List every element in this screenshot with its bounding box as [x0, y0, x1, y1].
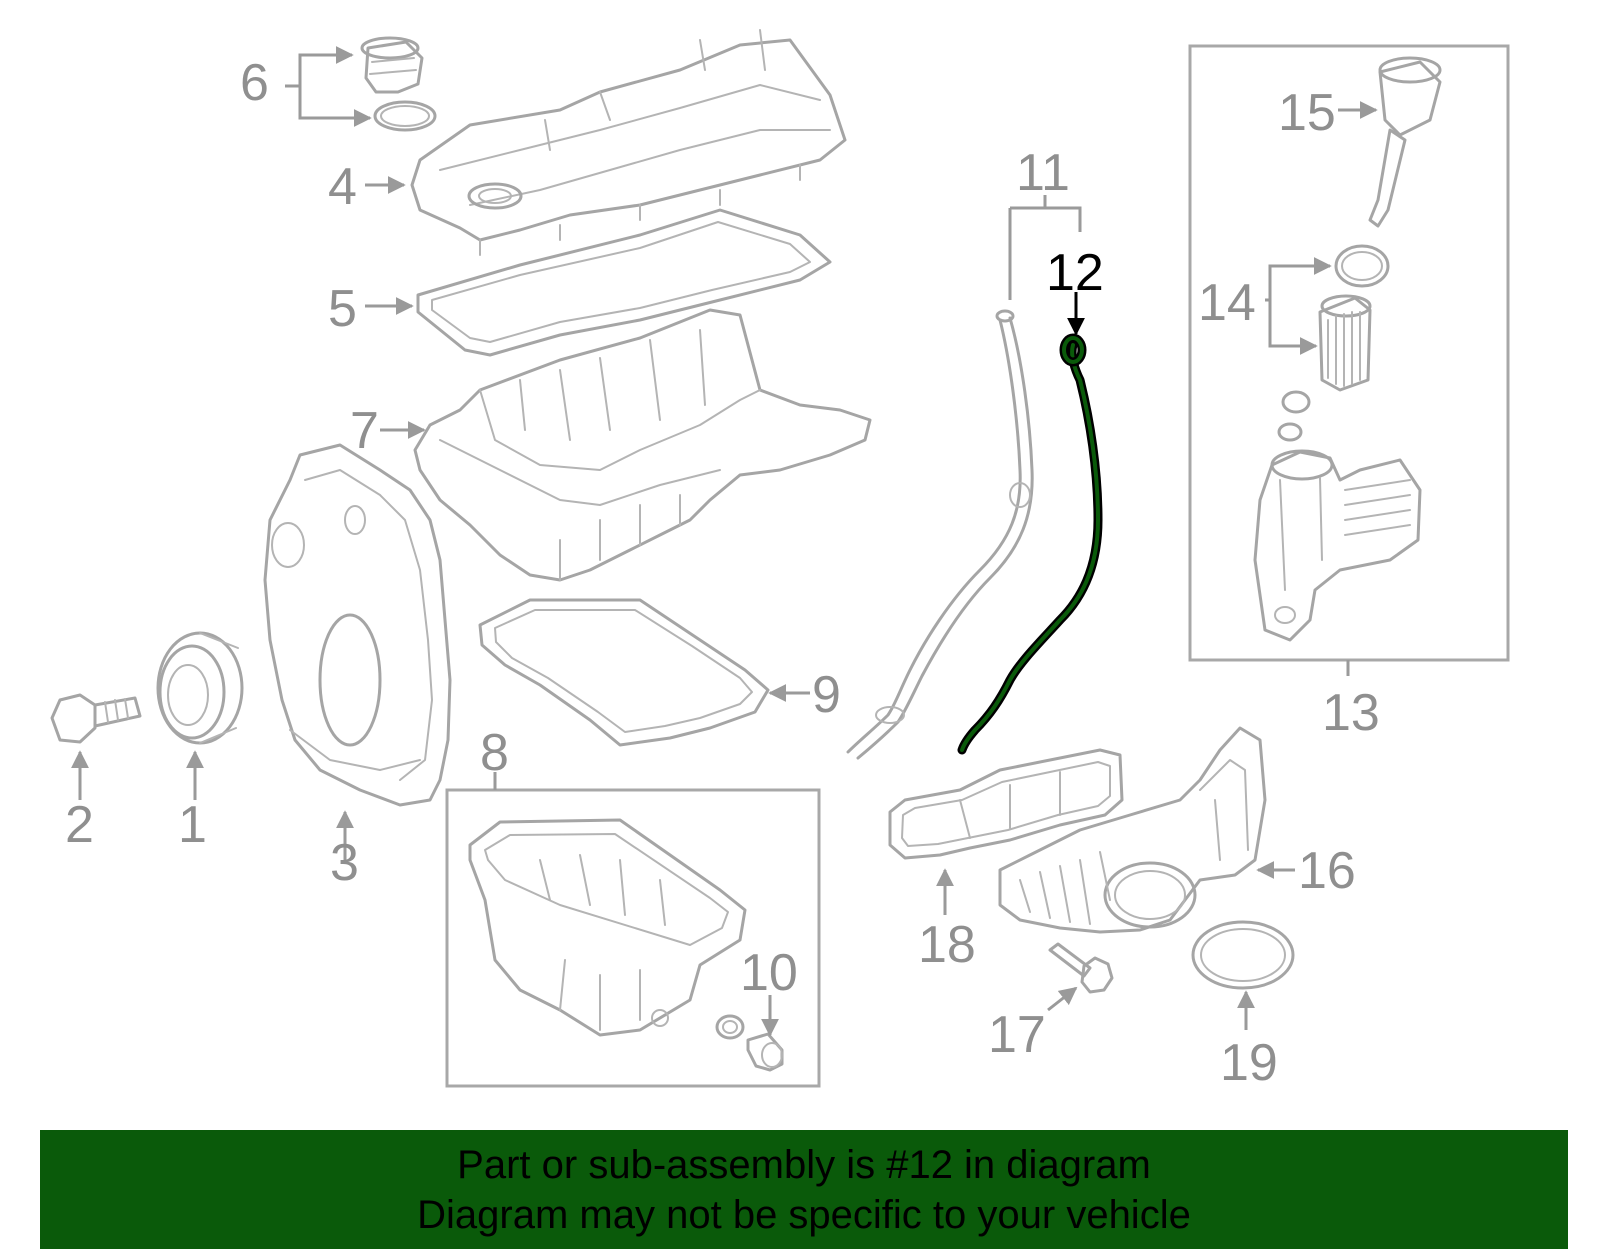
callout-19: 19	[1220, 1034, 1278, 1092]
callout-8: 8	[480, 724, 509, 782]
callout-7: 7	[350, 402, 379, 460]
oil-filter-element[interactable]	[1318, 294, 1372, 392]
cap-seal-ring[interactable]	[373, 100, 437, 132]
lower-oil-pan[interactable]	[468, 818, 747, 1037]
callout-16: 16	[1298, 842, 1356, 900]
callout-15: 15	[1278, 84, 1336, 142]
callout-13: 13	[1322, 684, 1380, 742]
callout-9: 9	[812, 666, 841, 724]
pulley-bolt[interactable]	[50, 693, 142, 744]
callout-3: 3	[330, 834, 359, 892]
callout-18: 18	[918, 916, 976, 974]
callout-14: 14	[1198, 274, 1256, 332]
drain-plug[interactable]	[746, 1032, 784, 1072]
banner-line-1: Part or sub-assembly is #12 in diagram	[457, 1142, 1151, 1187]
housing-oring[interactable]	[1191, 920, 1295, 990]
filter-housing-orings[interactable]	[1277, 390, 1311, 442]
lower-oil-pan-box	[445, 788, 821, 1088]
drain-plug-washer[interactable]	[715, 1014, 745, 1040]
housing-bolt[interactable]	[1048, 942, 1114, 994]
upper-oil-pan[interactable]	[413, 308, 872, 582]
housing-gasket[interactable]	[888, 748, 1124, 860]
oil-filter-housing[interactable]	[1253, 449, 1422, 642]
callout-11: 11	[1016, 144, 1070, 202]
callout-12: 12	[1046, 244, 1104, 302]
oil-dipstick[interactable]	[957, 333, 1103, 755]
oil-filter-cap[interactable]	[1368, 56, 1442, 228]
callout-5: 5	[328, 280, 357, 338]
callout-6: 6	[240, 54, 269, 112]
filter-seal-ring[interactable]	[1334, 244, 1390, 288]
info-banner: Part or sub-assembly is #12 in diagram D…	[40, 1130, 1568, 1249]
valve-cover[interactable]	[410, 29, 847, 256]
valve-cover-gasket[interactable]	[416, 208, 832, 357]
crankshaft-pulley[interactable]	[156, 631, 244, 745]
oil-filler-cap[interactable]	[360, 36, 424, 94]
timing-cover[interactable]	[263, 443, 452, 807]
engine-housing-cover[interactable]	[998, 726, 1267, 934]
callout-1: 1	[178, 796, 207, 854]
callout-10: 10	[740, 944, 798, 1002]
oil-pan-gasket[interactable]	[478, 598, 770, 747]
callout-2: 2	[65, 796, 94, 854]
callout-4: 4	[328, 158, 357, 216]
callout-17: 17	[988, 1006, 1046, 1064]
banner-line-2: Diagram may not be specific to your vehi…	[417, 1192, 1191, 1237]
dipstick-tube[interactable]	[846, 309, 1034, 760]
